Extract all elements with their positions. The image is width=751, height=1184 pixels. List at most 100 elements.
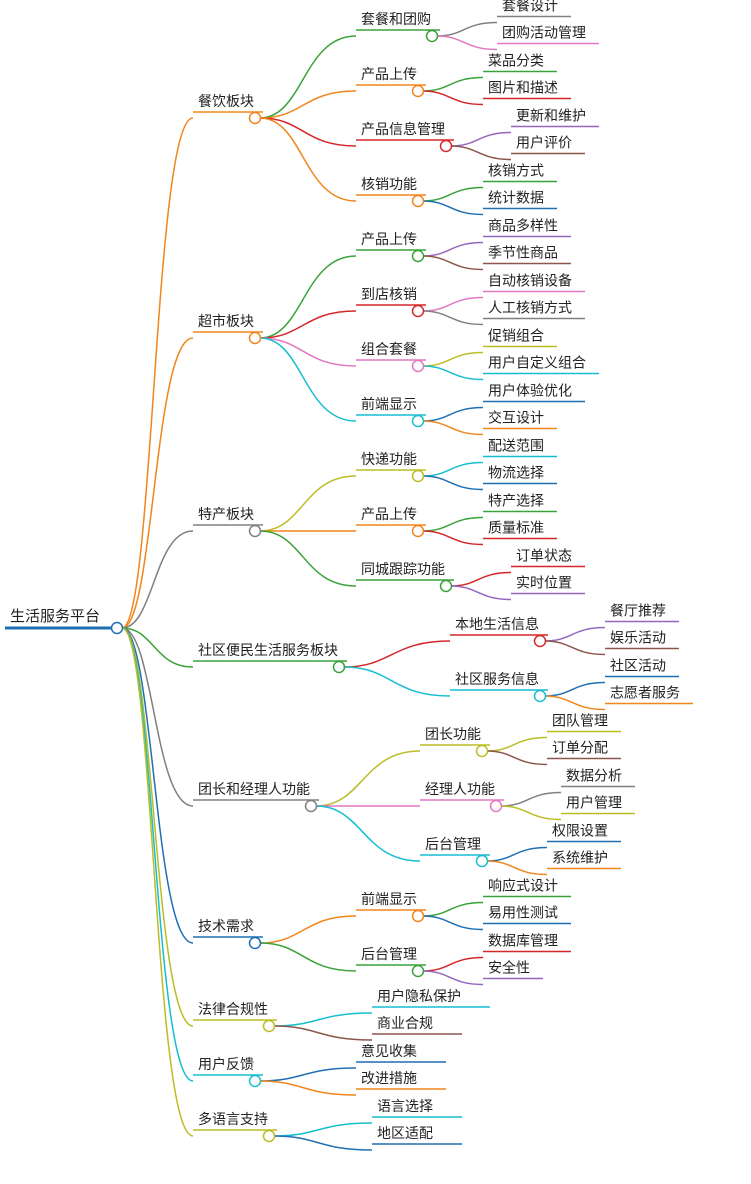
branch-6-label[interactable]: 法律合规性 bbox=[198, 1002, 268, 1018]
branch-7-node[interactable] bbox=[248, 1074, 262, 1088]
branch-4-child-0-node[interactable] bbox=[475, 744, 489, 758]
branch-5-child-0-node[interactable] bbox=[411, 909, 425, 923]
branch-1-child-1-leaf-0-label[interactable]: 自动核销设备 bbox=[488, 273, 572, 290]
branch-4-label[interactable]: 团长和经理人功能 bbox=[198, 782, 310, 798]
branch-7-label[interactable]: 用户反馈 bbox=[198, 1056, 254, 1073]
branch-5-child-0-label[interactable]: 前端显示 bbox=[361, 891, 417, 908]
branch-2-child-1-node[interactable] bbox=[411, 524, 425, 538]
branch-5-child-0-leaf-0-label[interactable]: 响应式设计 bbox=[488, 878, 558, 895]
branch-3-node[interactable] bbox=[332, 660, 346, 674]
branch-0-label[interactable]: 餐饮板块 bbox=[198, 94, 254, 110]
branch-0-child-0-leaf-0-label[interactable]: 套餐设计 bbox=[502, 0, 558, 15]
branch-6-child-1-label[interactable]: 商业合规 bbox=[377, 1016, 433, 1032]
branch-1-child-0-leaf-0-label[interactable]: 商品多样性 bbox=[488, 218, 558, 235]
branch-4-child-1-label[interactable]: 经理人功能 bbox=[425, 782, 495, 798]
branch-2-label[interactable]: 特产板块 bbox=[198, 507, 254, 523]
branch-1-child-1-node[interactable] bbox=[411, 304, 425, 318]
branch-1-child-1-label[interactable]: 到店核销 bbox=[361, 287, 417, 303]
branch-3-child-1-node[interactable] bbox=[533, 689, 547, 703]
branch-7-child-1-label[interactable]: 改进措施 bbox=[361, 1071, 417, 1087]
branch-2-child-0-leaf-0-label[interactable]: 配送范围 bbox=[488, 438, 544, 455]
branch-0-child-2-leaf-0-label[interactable]: 更新和维护 bbox=[516, 109, 586, 125]
branch-1-child-2-leaf-0-label[interactable]: 促销组合 bbox=[488, 329, 544, 345]
branch-1-label[interactable]: 超市板块 bbox=[198, 313, 254, 330]
branch-0-child-2-label[interactable]: 产品信息管理 bbox=[361, 121, 445, 138]
branch-1-child-3-leaf-1-label[interactable]: 交互设计 bbox=[488, 410, 544, 427]
branch-1-child-0-label[interactable]: 产品上传 bbox=[361, 232, 417, 248]
branch-4-child-1-leaf-0-label[interactable]: 数据分析 bbox=[566, 769, 622, 785]
branch-1-child-0-node[interactable] bbox=[411, 249, 425, 263]
branch-3-child-0-leaf-1-label[interactable]: 娱乐活动 bbox=[610, 631, 666, 647]
branch-1-child-3-label[interactable]: 前端显示 bbox=[361, 396, 417, 413]
branch-0-child-1-leaf-0-label[interactable]: 菜品分类 bbox=[488, 54, 544, 70]
branch-1-child-3-node[interactable] bbox=[411, 414, 425, 428]
branch-1-child-2-label[interactable]: 组合套餐 bbox=[361, 342, 417, 358]
branch-0-child-1-node[interactable] bbox=[411, 84, 425, 98]
branch-5-node[interactable] bbox=[248, 936, 262, 950]
branch-5-child-1-leaf-1-label[interactable]: 安全性 bbox=[488, 960, 530, 977]
branch-0-child-1-leaf-1-label[interactable]: 图片和描述 bbox=[488, 81, 558, 97]
branch-1-node[interactable] bbox=[248, 331, 262, 345]
branch-4-child-2-node[interactable] bbox=[475, 854, 489, 868]
branch-0-child-2-node[interactable] bbox=[439, 139, 453, 153]
branch-6-node[interactable] bbox=[262, 1019, 276, 1033]
branch-2-node[interactable] bbox=[248, 524, 262, 538]
branch-3-child-0-node[interactable] bbox=[533, 634, 547, 648]
branch-8-child-1-label[interactable]: 地区适配 bbox=[377, 1126, 433, 1142]
branch-3-label[interactable]: 社区便民生活服务板块 bbox=[198, 643, 338, 659]
branch-4-child-1-leaf-1-label[interactable]: 用户管理 bbox=[566, 795, 622, 812]
branch-0-child-2-leaf-1-label[interactable]: 用户评价 bbox=[516, 135, 572, 152]
branch-1-child-3-leaf-0-label[interactable]: 用户体验优化 bbox=[488, 383, 572, 400]
branch-0-child-3-leaf-1-label[interactable]: 统计数据 bbox=[488, 191, 544, 207]
branch-2-child-2-leaf-0-label[interactable]: 订单状态 bbox=[516, 549, 572, 565]
branch-3-child-0-leaf-0-label[interactable]: 餐厅推荐 bbox=[610, 604, 666, 620]
branch-2-child-2-label[interactable]: 同城跟踪功能 bbox=[361, 562, 445, 578]
branch-2-child-2-node[interactable] bbox=[439, 579, 453, 593]
branch-4-child-1-node[interactable] bbox=[489, 799, 503, 813]
edge-branch-0-child-3-leaf-0 bbox=[422, 186, 484, 202]
branch-3-child-0-label[interactable]: 本地生活信息 bbox=[455, 616, 539, 633]
branch-3-child-1-leaf-1-label[interactable]: 志愿者服务 bbox=[610, 686, 680, 702]
branch-5-child-0-leaf-1-label[interactable]: 易用性测试 bbox=[488, 906, 558, 922]
branch-5-child-1-node[interactable] bbox=[411, 964, 425, 978]
root-node[interactable] bbox=[110, 621, 124, 635]
edge-branch-8-child-1 bbox=[273, 1135, 373, 1151]
branch-4-child-2-label[interactable]: 后台管理 bbox=[425, 837, 481, 853]
branch-4-child-0-label[interactable]: 团长功能 bbox=[425, 727, 481, 743]
branch-2-child-0-leaf-1-label[interactable]: 物流选择 bbox=[488, 466, 544, 482]
branch-8-node[interactable] bbox=[262, 1129, 276, 1143]
branch-6-child-0-label[interactable]: 用户隐私保护 bbox=[377, 988, 461, 1005]
branch-0-child-3-leaf-0-label[interactable]: 核销方式 bbox=[488, 164, 544, 180]
branch-8-label[interactable]: 多语言支持 bbox=[198, 1111, 268, 1128]
branch-2-child-1-leaf-1-label[interactable]: 质量标准 bbox=[488, 521, 544, 537]
branch-1-child-2-node[interactable] bbox=[411, 359, 425, 373]
branch-3-child-1-leaf-0-label[interactable]: 社区活动 bbox=[610, 659, 666, 675]
branch-0-child-0-leaf-1-label[interactable]: 团购活动管理 bbox=[502, 26, 586, 42]
branch-2-child-2-leaf-1-label[interactable]: 实时位置 bbox=[516, 576, 572, 592]
branch-2-child-0-label[interactable]: 快递功能 bbox=[361, 452, 417, 468]
branch-1-child-0-leaf-1-label[interactable]: 季节性商品 bbox=[488, 246, 558, 262]
branch-0-child-0-node[interactable] bbox=[425, 29, 439, 43]
branch-4-child-0-leaf-0-label[interactable]: 团队管理 bbox=[552, 714, 608, 730]
branch-2-child-1-leaf-0-label[interactable]: 特产选择 bbox=[488, 494, 544, 510]
branch-4-child-0-leaf-1-label[interactable]: 订单分配 bbox=[552, 741, 608, 757]
branch-1-child-1-leaf-1-label[interactable]: 人工核销方式 bbox=[488, 301, 572, 317]
branch-8-child-0-label[interactable]: 语言选择 bbox=[377, 1099, 433, 1115]
branch-0-child-1-label[interactable]: 产品上传 bbox=[361, 67, 417, 83]
branch-5-child-1-label[interactable]: 后台管理 bbox=[361, 947, 417, 963]
branch-4-node[interactable] bbox=[304, 799, 318, 813]
branch-1-child-2-leaf-1-label[interactable]: 用户自定义组合 bbox=[488, 355, 586, 372]
branch-0-node[interactable] bbox=[248, 111, 262, 125]
branch-4-child-2-leaf-1-label[interactable]: 系统维护 bbox=[552, 851, 608, 867]
branch-0-child-3-node[interactable] bbox=[411, 194, 425, 208]
branch-4-child-2-leaf-0-label[interactable]: 权限设置 bbox=[552, 824, 608, 840]
branch-5-child-1-leaf-0-label[interactable]: 数据库管理 bbox=[488, 934, 558, 950]
root-label[interactable]: 生活服务平台 bbox=[10, 607, 100, 625]
branch-0-child-3-label[interactable]: 核销功能 bbox=[361, 177, 417, 193]
branch-5-label[interactable]: 技术需求 bbox=[198, 919, 254, 935]
branch-3-child-1-label[interactable]: 社区服务信息 bbox=[455, 671, 539, 688]
branch-2-child-1-label[interactable]: 产品上传 bbox=[361, 507, 417, 523]
branch-2-child-0-node[interactable] bbox=[411, 469, 425, 483]
branch-0-child-0-label[interactable]: 套餐和团购 bbox=[361, 12, 431, 28]
branch-7-child-0-label[interactable]: 意见收集 bbox=[361, 1043, 417, 1060]
